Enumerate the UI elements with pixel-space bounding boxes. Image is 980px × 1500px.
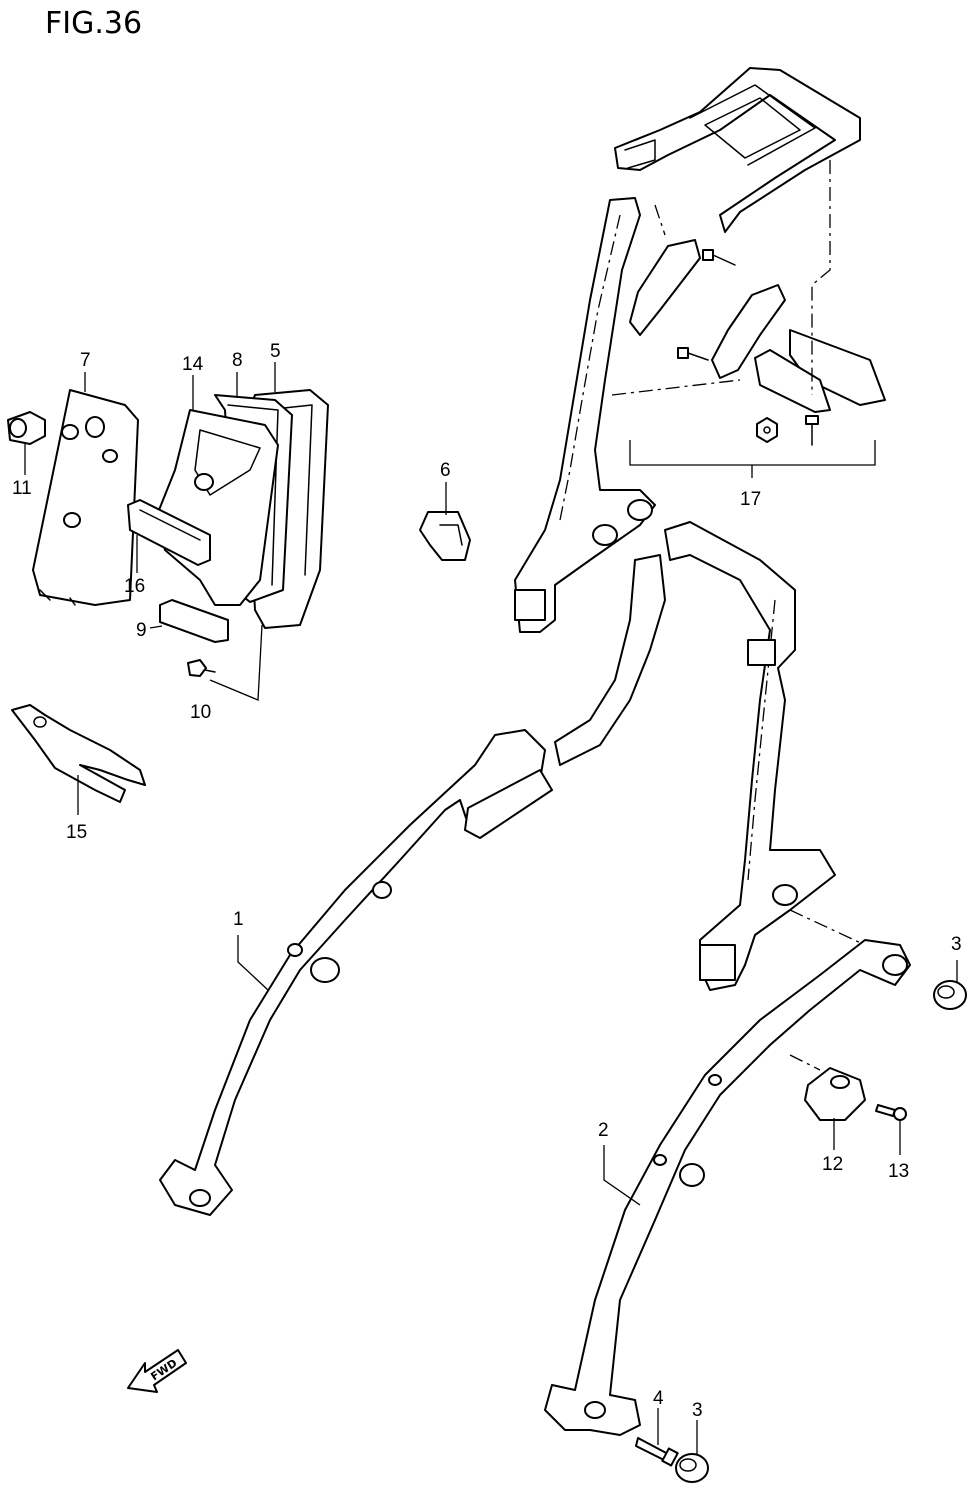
backrest-frame-lower bbox=[664, 521, 836, 991]
backrest-frame-upper bbox=[514, 197, 656, 633]
carrier-mount-line-1 bbox=[654, 204, 666, 236]
cap-3-upper bbox=[933, 980, 967, 1010]
group-bracket-17 bbox=[629, 440, 876, 466]
figure-title: FIG.36 bbox=[45, 6, 142, 41]
bolt-4 bbox=[635, 1437, 679, 1467]
lock-6 bbox=[419, 511, 471, 561]
callout-1: 1 bbox=[233, 909, 244, 930]
callout-5: 5 bbox=[270, 341, 281, 362]
callout-11: 11 bbox=[12, 478, 32, 499]
bracket-12-mount-line bbox=[789, 1054, 821, 1071]
screw-10-leader bbox=[209, 624, 263, 701]
callout-6: 6 bbox=[440, 460, 451, 481]
forward-direction-arrow: FWD bbox=[127, 1349, 187, 1393]
pad-9 bbox=[159, 599, 229, 643]
carrier-bracket-right bbox=[711, 284, 786, 379]
bracket-12 bbox=[804, 1067, 866, 1121]
callout-7: 7 bbox=[80, 350, 91, 371]
callout-leader-lines bbox=[24, 362, 958, 1455]
callout-9: 9 bbox=[136, 620, 147, 641]
backrest-frame-middle-link bbox=[554, 554, 666, 766]
carrier-bolt-left bbox=[677, 347, 709, 361]
callout-10: 10 bbox=[190, 702, 211, 723]
carrier-clamp-plate bbox=[754, 329, 886, 413]
carrier-bolt-lower bbox=[805, 415, 819, 446]
cover-plate-7 bbox=[32, 389, 139, 606]
screw-10 bbox=[187, 659, 216, 677]
side-rail-left bbox=[159, 729, 553, 1216]
callout-16: 16 bbox=[124, 576, 145, 597]
bolt-13 bbox=[875, 1104, 907, 1121]
cap-3-lower bbox=[675, 1453, 709, 1483]
strap-16 bbox=[127, 499, 211, 566]
carrier-bracket-left bbox=[629, 239, 701, 336]
callout-14: 14 bbox=[182, 354, 204, 375]
callout-12: 12 bbox=[822, 1154, 843, 1175]
callout-2: 2 bbox=[598, 1120, 609, 1141]
callout-numbers: 1 2 3 3 4 5 6 7 8 9 10 11 12 13 14 15 16… bbox=[12, 341, 962, 1421]
side-rail-right bbox=[544, 939, 911, 1436]
luggage-carrier-rack bbox=[614, 67, 861, 233]
bushing-11 bbox=[7, 411, 46, 445]
carrier-bolt-upper bbox=[702, 249, 736, 266]
frame-dash-connector bbox=[789, 909, 866, 946]
callout-17: 17 bbox=[740, 489, 761, 510]
callout-4: 4 bbox=[653, 1388, 664, 1409]
callout-15: 15 bbox=[66, 822, 87, 843]
carrier-mount-line-2 bbox=[811, 160, 831, 395]
carrier-mount-line-3 bbox=[611, 379, 741, 396]
callout-3-lower: 3 bbox=[692, 1400, 703, 1421]
callout-13: 13 bbox=[888, 1161, 909, 1182]
carrier-nut bbox=[756, 417, 778, 443]
callout-8: 8 bbox=[232, 350, 243, 371]
tool-15-pliers bbox=[11, 704, 146, 803]
callout-3-upper: 3 bbox=[951, 934, 962, 955]
tray-14 bbox=[154, 409, 279, 606]
